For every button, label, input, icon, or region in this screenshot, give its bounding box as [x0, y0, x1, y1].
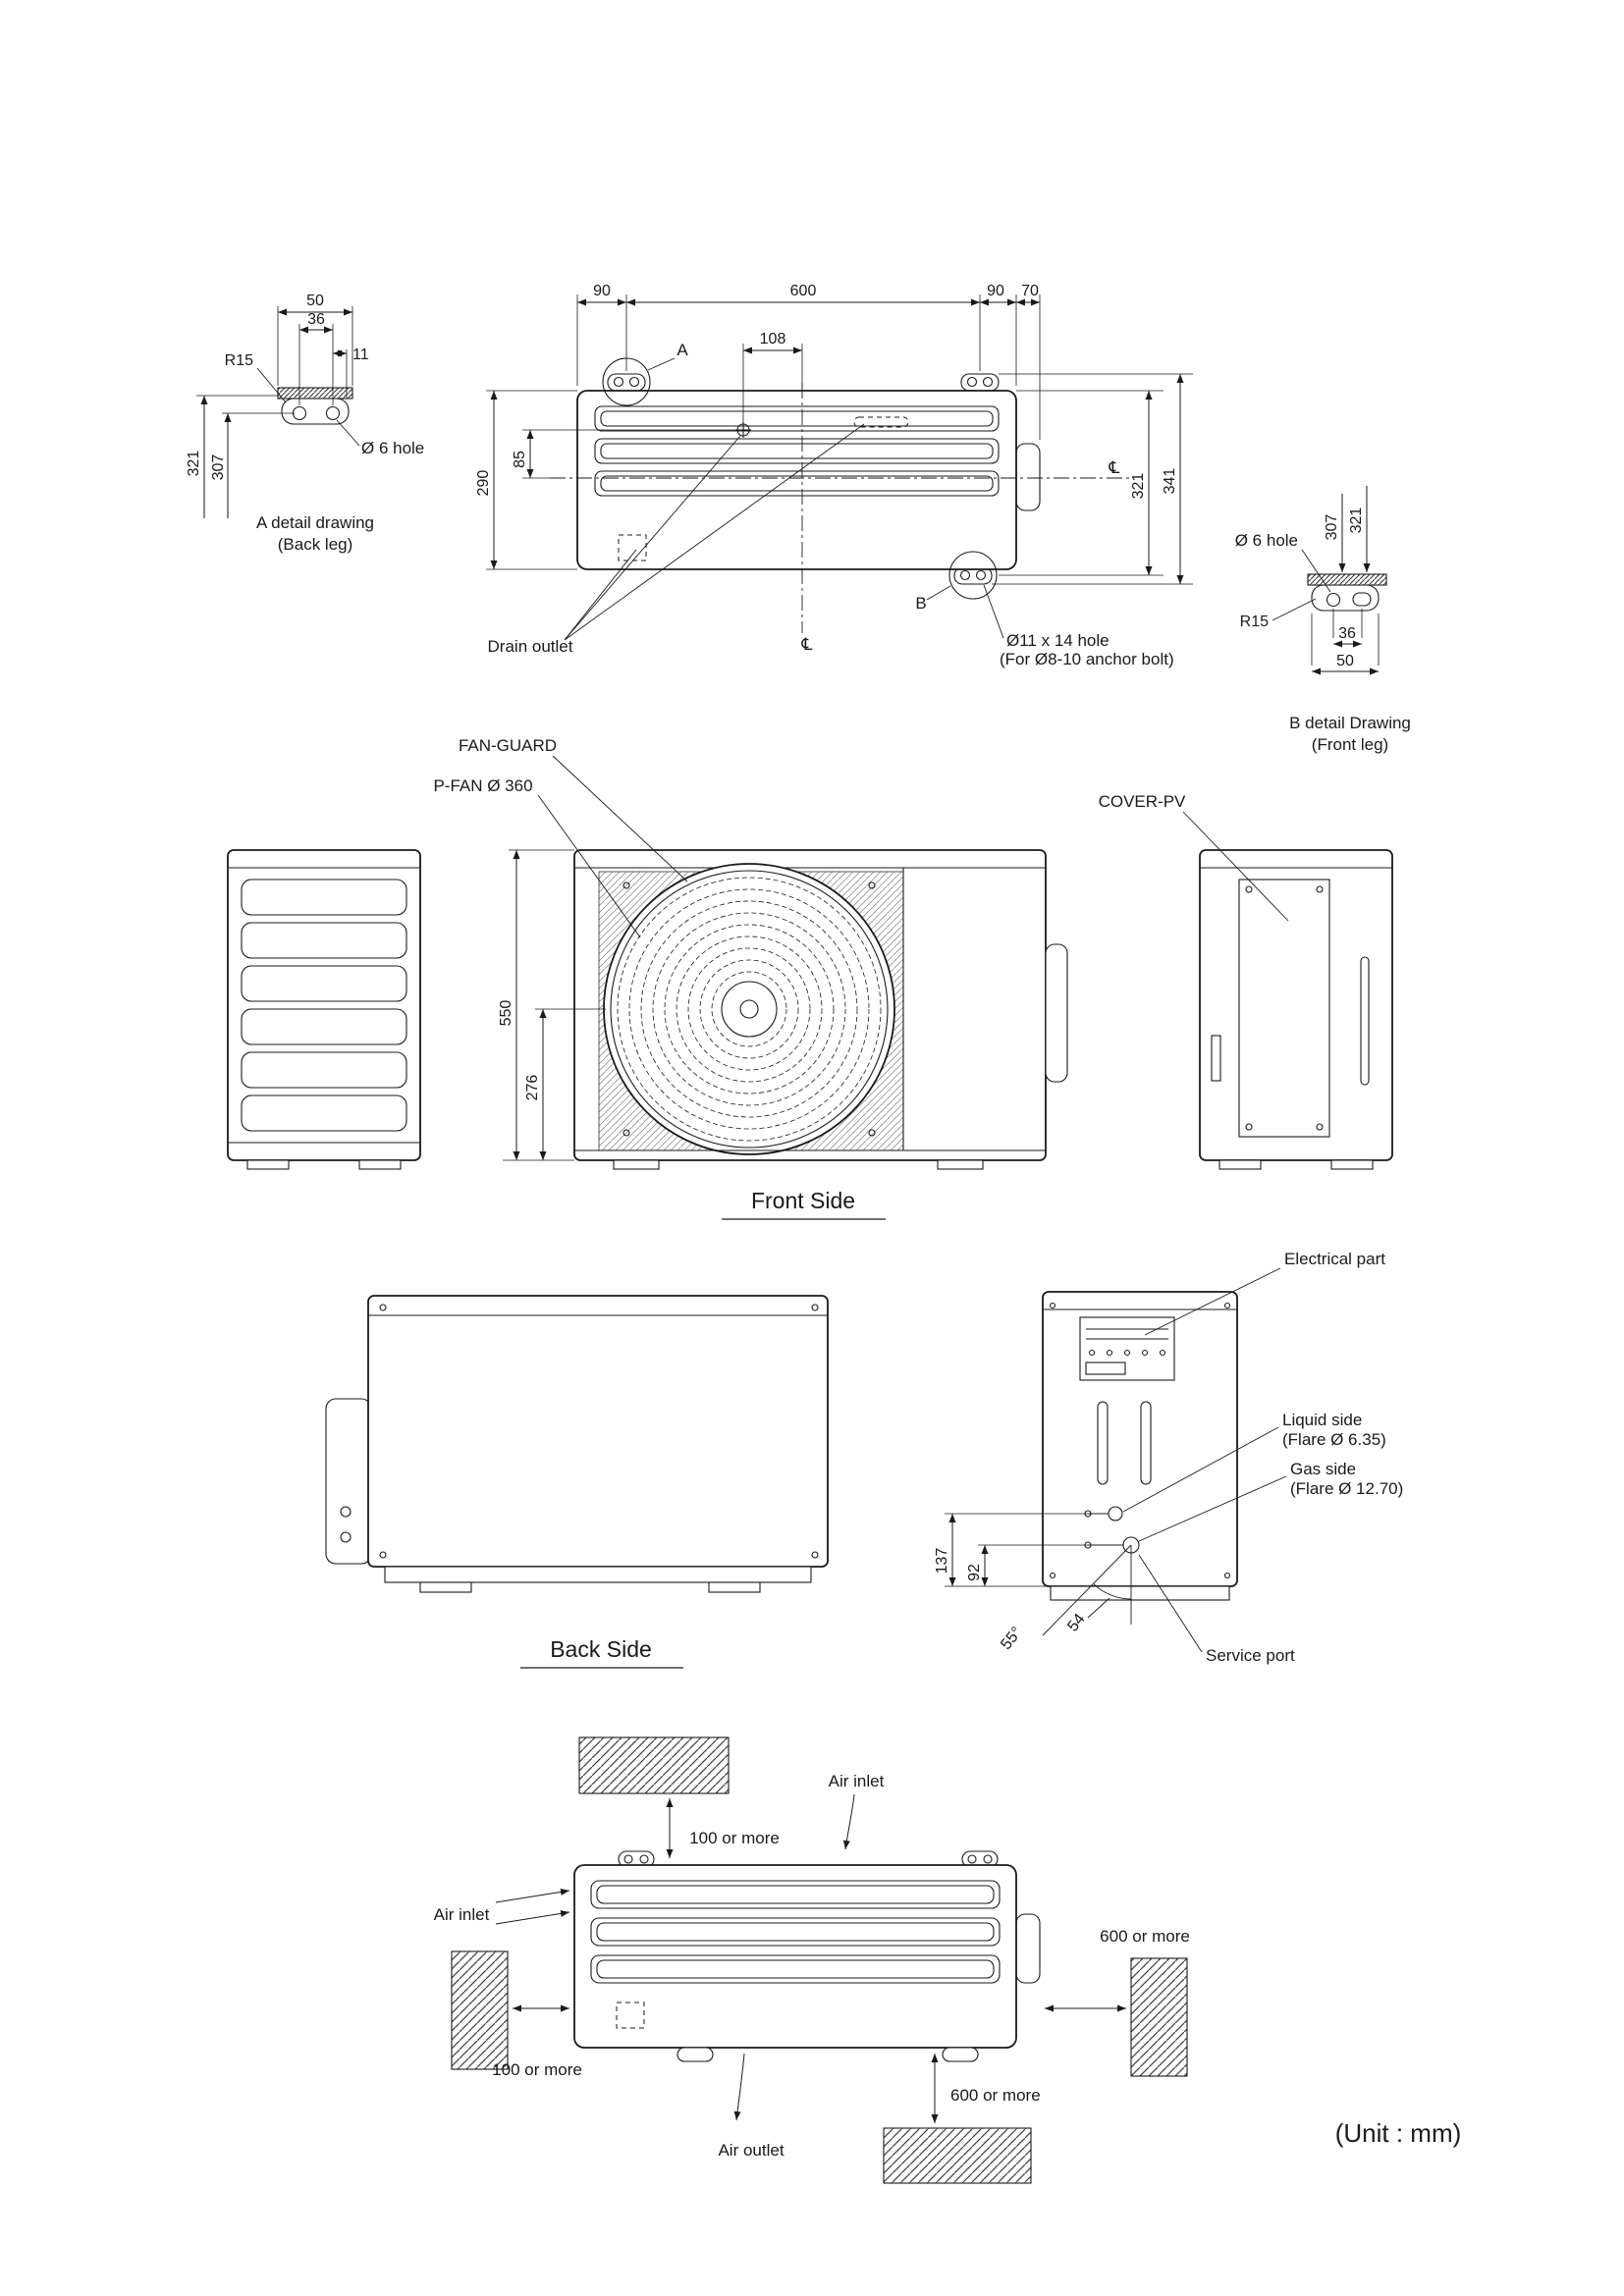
cover-pv-label: COVER-PV	[1099, 792, 1186, 811]
installation-unit	[573, 1850, 1041, 2062]
p-fan-label: P-FAN Ø 360	[433, 776, 532, 795]
detail-b-title: B detail Drawing	[1289, 714, 1411, 732]
centerline-symbol-bottom: ℄	[801, 635, 813, 654]
liquid-side-flare-label: (Flare Ø 6.35)	[1282, 1430, 1386, 1449]
front-view-dimensions	[503, 755, 1289, 1161]
air-inlet-left-label: Air inlet	[434, 1905, 490, 1924]
right-side-view	[1199, 849, 1393, 1170]
dim-108-label: 108	[760, 331, 786, 347]
wall-left	[451, 1950, 509, 2070]
back-view	[325, 1295, 829, 1593]
front-side-caption: Front Side	[751, 1188, 855, 1213]
detail-b-dimensions	[1272, 486, 1380, 675]
back-side-views: Electrical part Liquid side (Flare Ø 6.3…	[325, 1250, 1403, 1669]
fan-guard-drawing	[603, 863, 895, 1155]
installation-diagram: Air inlet 100 or more Air inlet 100 or m…	[434, 1736, 1462, 2184]
anchor-hole-label-2: (For Ø8-10 anchor bolt)	[1000, 650, 1174, 668]
clearance-top-label: 100 or more	[689, 1829, 780, 1847]
detail-a-hole-label: Ø 6 hole	[361, 439, 424, 457]
installation-arrows	[495, 1793, 1126, 2123]
detail-b-hole-label: Ø 6 hole	[1235, 531, 1298, 550]
detail-b-r15: R15	[1240, 614, 1269, 630]
detail-a-dim-36: 36	[307, 311, 325, 328]
plan-view: 90 600 90 70 108 A B 85 290 321 341 Drai…	[475, 283, 1193, 668]
dim-70-label: 70	[1021, 283, 1039, 299]
dim-90-left-label: 90	[593, 283, 611, 299]
dim-276-label: 276	[524, 1075, 541, 1101]
anchor-hole-label-1: Ø11 x 14 hole	[1006, 631, 1110, 650]
gas-side-flare-label: (Flare Ø 12.70)	[1290, 1479, 1403, 1498]
detail-a-subtitle: (Back leg)	[278, 535, 353, 554]
plan-centerlines	[550, 383, 1129, 633]
dim-321-label: 321	[1130, 473, 1147, 500]
air-inlet-top-arrow	[842, 1793, 855, 1850]
dim-600-label: 600	[790, 283, 817, 299]
dim-85-label: 85	[512, 451, 528, 468]
dim-54-label: 54	[1064, 1611, 1088, 1635]
air-inlet-left-arrow-2	[495, 1909, 570, 1925]
unit-note: (Unit : mm)	[1335, 2118, 1462, 2148]
fan-guard-label: FAN-GUARD	[459, 736, 557, 755]
dim-341-label: 341	[1162, 468, 1178, 495]
drain-outlet-label: Drain outlet	[488, 637, 573, 656]
centerline-symbol-right: ℄	[1109, 458, 1120, 477]
detail-a-dim-307: 307	[210, 454, 227, 481]
clearance-right-label: 600 or more	[1100, 1927, 1190, 1946]
detail-b-callout-label: B	[915, 594, 926, 613]
front-view	[573, 849, 1068, 1170]
clearance-left-label: 100 or more	[492, 2060, 582, 2079]
detail-a-dimensions	[196, 306, 360, 518]
detail-a-dim-50: 50	[306, 293, 324, 309]
dim-550-label: 550	[498, 1000, 514, 1027]
detail-a-dim-11: 11	[352, 347, 369, 363]
dim-90-right-label: 90	[987, 283, 1004, 299]
piping-side-view	[1042, 1291, 1238, 1601]
detail-b-bracket	[1307, 573, 1387, 612]
wall-bottom	[883, 2127, 1032, 2184]
angle-55-label: 55°	[998, 1624, 1025, 1653]
detail-b-dim-50: 50	[1336, 653, 1354, 669]
detail-b-subtitle: (Front leg)	[1312, 735, 1388, 754]
service-port-label: Service port	[1206, 1646, 1295, 1665]
back-side-dimensions	[945, 1267, 1287, 1653]
detail-a-callout-label: A	[677, 341, 688, 359]
detail-a: 50 36 11 R15 321 307 Ø 6 hole A detail d…	[186, 293, 424, 554]
air-inlet-left-arrow-1	[495, 1888, 570, 1903]
installation-walls	[451, 1736, 1188, 2184]
left-side-view	[227, 849, 421, 1170]
plan-dimensions	[486, 294, 1193, 641]
dim-92-label: 92	[966, 1564, 983, 1581]
dim-137-label: 137	[934, 1548, 950, 1575]
detail-b-dim-36: 36	[1338, 625, 1356, 642]
wall-right	[1130, 1957, 1188, 2077]
detail-b-dim-307: 307	[1324, 514, 1340, 541]
air-outlet-arrow	[733, 2053, 745, 2121]
detail-b: Ø 6 hole 307 321 R15 36 50 B detail Draw…	[1235, 486, 1411, 754]
detail-a-bracket	[277, 387, 353, 425]
back-side-caption: Back Side	[550, 1636, 652, 1662]
air-outlet-label: Air outlet	[718, 2141, 784, 2160]
detail-a-dim-321: 321	[186, 451, 202, 477]
electrical-part-label: Electrical part	[1284, 1250, 1385, 1268]
detail-a-title: A detail drawing	[256, 513, 374, 532]
liquid-side-label: Liquid side	[1282, 1411, 1362, 1429]
air-inlet-top-label: Air inlet	[829, 1772, 885, 1790]
wall-top	[578, 1736, 730, 1794]
plan-body	[576, 390, 1041, 570]
detail-b-dim-321: 321	[1348, 507, 1365, 534]
clearance-bottom-label: 600 or more	[950, 2086, 1041, 2105]
plan-drain-features	[618, 416, 909, 561]
detail-a-r15: R15	[225, 352, 253, 369]
front-side-views: FAN-GUARD P-FAN Ø 360 COVER-PV 550 276 F…	[227, 736, 1393, 1220]
dim-290-label: 290	[475, 470, 492, 497]
gas-side-label: Gas side	[1290, 1460, 1356, 1478]
